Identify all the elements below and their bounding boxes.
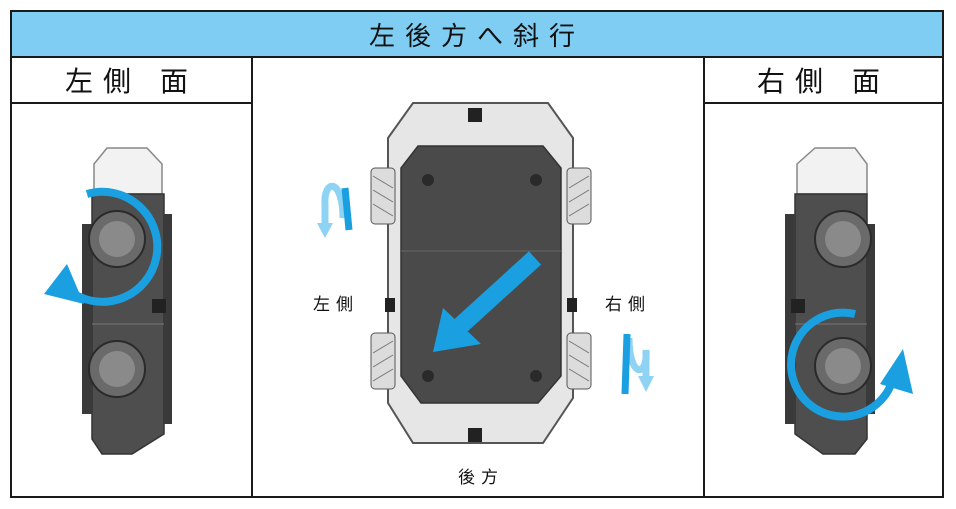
robot-top-view-illustration	[317, 102, 654, 444]
wheel-lower-icon	[814, 337, 872, 395]
mecanum-wheel-front-right-icon	[566, 167, 592, 225]
left-side-label: 左側	[313, 295, 359, 315]
left-side-panel: 左側 面	[12, 58, 253, 496]
rotate-clockwise-arrow-icon	[787, 308, 913, 421]
wheel-upper-icon	[88, 210, 146, 268]
right-side-panel: 右側 面	[703, 58, 942, 496]
diagram-title: 左後方へ斜行	[12, 12, 942, 58]
right-side-label: 右側	[605, 295, 651, 315]
rear-label: 後方	[458, 468, 504, 488]
right-wheel-rotation-arrow-icon	[621, 333, 654, 395]
right-side-heading: 右側 面	[705, 58, 942, 104]
left-side-robot-illustration	[44, 147, 172, 455]
mecanum-wheel-front-left-icon	[370, 167, 396, 225]
mecanum-wheel-rear-left-icon	[370, 332, 396, 390]
move-rear-left-arrow-icon	[433, 251, 542, 352]
diagram-frame: 左後方へ斜行 左側 面	[10, 10, 944, 498]
rotate-counterclockwise-arrow-icon	[44, 187, 162, 306]
wheel-lower-icon	[88, 340, 146, 398]
left-side-heading: 左側 面	[12, 58, 251, 104]
top-view-panel: 前方 後方 左側 右側	[253, 58, 703, 496]
wheel-upper-icon	[814, 210, 872, 268]
right-side-robot-illustration	[785, 147, 913, 455]
left-wheel-rotation-arrow-icon	[317, 183, 353, 238]
mecanum-wheel-rear-right-icon	[566, 332, 592, 390]
